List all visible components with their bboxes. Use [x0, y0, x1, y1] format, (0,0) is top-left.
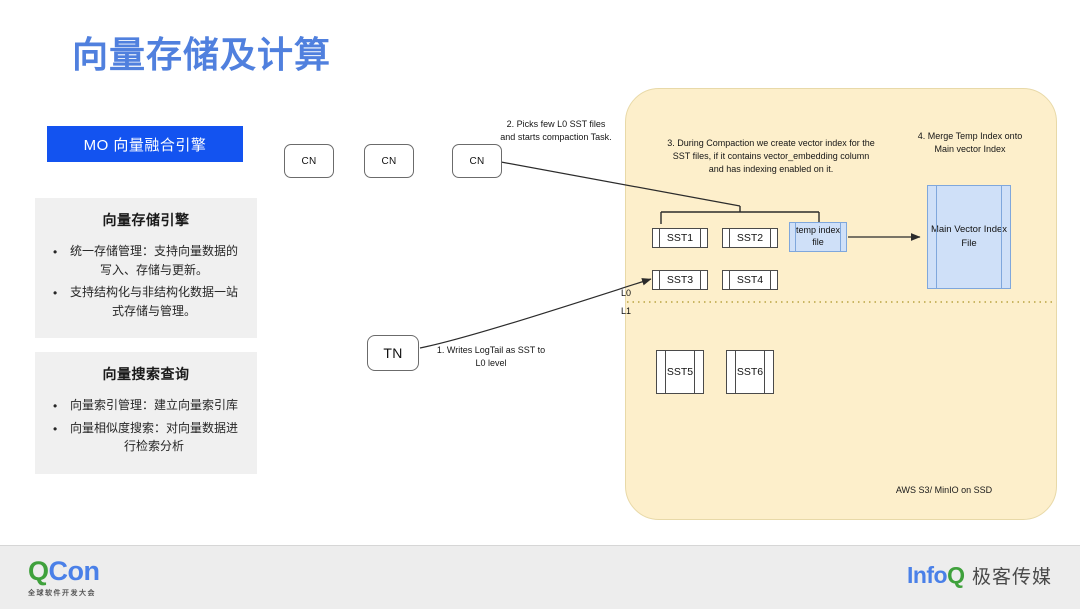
card-title: 向量存储引擎: [102, 212, 190, 228]
bullet-dot: •: [53, 421, 58, 436]
bullet-dot: •: [53, 286, 58, 301]
object-storage-container: AWS S3/ MinIO on SSD: [625, 88, 1057, 520]
node-cn-2[interactable]: CN: [364, 144, 414, 178]
qcon-subtitle: 全球软件开发大会: [28, 590, 96, 597]
storage-label: AWS S3/ MinIO on SSD: [895, 484, 993, 495]
list-item-text: 统一存储管理：支持向量数据的写入、存储与更新。: [69, 244, 238, 277]
edge-tn-to-sst3: [419, 278, 652, 349]
annotation-2: 2. Picks few L0 SST files and starts com…: [500, 119, 612, 142]
annotation-3: 3. During Compaction we create vector in…: [667, 138, 875, 174]
list-item: • 支持结构化与非结构化数据一站式存储与管理。: [45, 283, 247, 320]
edge-cn-to-compaction: [500, 161, 741, 207]
connector-layer: [419, 161, 1053, 349]
infoq-logo-info: Info: [906, 562, 948, 588]
list-item: • 向量索引管理：建立向量索引库: [45, 396, 247, 415]
page-title: 向量存储及计算: [72, 34, 332, 75]
sst-file-1[interactable]: SST1: [652, 228, 708, 248]
architecture-diagram: AWS S3/ MinIO on SSD CN CN: [284, 88, 1057, 520]
card-vector-search-query: 向量搜索查询 • 向量索引管理：建立向量索引库 • 向量相似度搜索：对向量数据进行检…: [35, 352, 257, 474]
sst-file-2[interactable]: SST2: [722, 228, 778, 248]
qcon-logo-q: Q: [28, 556, 49, 586]
qcon-wordmark: QCon: [28, 558, 100, 585]
engine-badge: MO 向量融合引擎: [47, 126, 243, 162]
node-tn[interactable]: TN: [367, 335, 419, 371]
qcon-logo: QCon 全球软件开发大会: [28, 558, 100, 598]
bullet-dot: •: [53, 399, 58, 413]
infoq-logo-q: Q: [947, 562, 965, 588]
card-bullet-list: • 向量索引管理：建立向量索引库 • 向量相似度搜索：对向量数据进行检索分析: [45, 396, 247, 456]
list-item: • 向量相似度搜索：对向量数据进行检索分析: [45, 419, 247, 456]
qcon-logo-con: Con: [48, 556, 100, 586]
sst-file-3[interactable]: SST3: [652, 270, 708, 290]
card-vector-storage-engine: 向量存储引擎 • 统一存储管理：支持向量数据的写入、存储与更新。 • 支持结构化与非…: [35, 198, 257, 339]
card-title: 向量搜索查询: [102, 366, 190, 382]
sst-file-4[interactable]: SST4: [722, 270, 778, 290]
list-item: • 统一存储管理：支持向量数据的写入、存储与更新。: [45, 242, 247, 279]
list-item-text: 支持结构化与非结构化数据一站式存储与管理。: [69, 285, 238, 318]
level-label-l1: L1: [621, 306, 632, 316]
list-item-text: 向量索引管理：建立向量索引库: [69, 398, 238, 412]
infoq-logo-cn: 极客传媒: [971, 567, 1052, 588]
node-cn-1[interactable]: CN: [284, 144, 334, 178]
level-label-l0: L0: [621, 288, 632, 298]
sst-file-5[interactable]: SST5: [656, 350, 704, 394]
annotation-4: 4. Merge Temp Index onto Main vector Ind…: [917, 131, 1023, 154]
list-item-text: 向量相似度搜索：对向量数据进行检索分析: [69, 420, 238, 454]
main-vector-index-file[interactable]: Main Vector Index File: [927, 185, 1011, 289]
temp-index-file[interactable]: temp index file: [789, 222, 847, 252]
sst-file-6[interactable]: SST6: [726, 350, 774, 394]
annotation-1: 1. Writes LogTail as SST to L0 level: [436, 345, 546, 368]
bullet-dot: •: [53, 245, 58, 259]
card-bullet-list: • 统一存储管理：支持向量数据的写入、存储与更新。 • 支持结构化与非结构化数据一站…: [45, 242, 247, 320]
node-cn-3[interactable]: CN: [452, 144, 502, 178]
